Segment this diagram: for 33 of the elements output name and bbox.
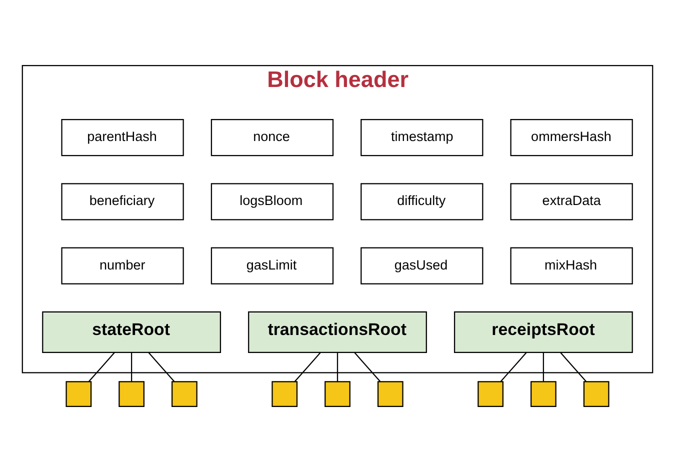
connector [131, 352, 132, 382]
node-box [530, 381, 556, 408]
node-box [172, 381, 198, 408]
node-box: gasLimit [210, 247, 334, 284]
node-box [377, 381, 404, 408]
connector [148, 352, 175, 382]
connector [88, 352, 115, 382]
node-box: gasUsed [360, 247, 484, 284]
node-box: ommersHash [510, 118, 633, 156]
connector [542, 352, 544, 382]
node-box: number [61, 247, 184, 284]
connector [336, 352, 338, 382]
connector [560, 352, 587, 382]
node-box: transactionsRoot [248, 311, 427, 354]
node-box: difficulty [360, 183, 484, 220]
connector [354, 352, 381, 382]
connector [294, 352, 321, 382]
connector [500, 352, 527, 382]
node-box [118, 381, 144, 408]
node-box [66, 381, 92, 408]
node-box: receiptsRoot [454, 311, 633, 354]
node-box: stateRoot [42, 311, 222, 354]
node-box [583, 381, 610, 408]
node-box: logsBloom [210, 183, 334, 220]
node-box: extraData [510, 183, 633, 220]
node-box: mixHash [510, 247, 633, 284]
node-box: parentHash [61, 118, 184, 156]
node-box: beneficiary [61, 183, 184, 220]
node-box [478, 381, 504, 408]
node-box [272, 381, 298, 408]
node-box: timestamp [360, 118, 484, 156]
node-box [324, 381, 350, 408]
node-box: nonce [210, 118, 334, 156]
